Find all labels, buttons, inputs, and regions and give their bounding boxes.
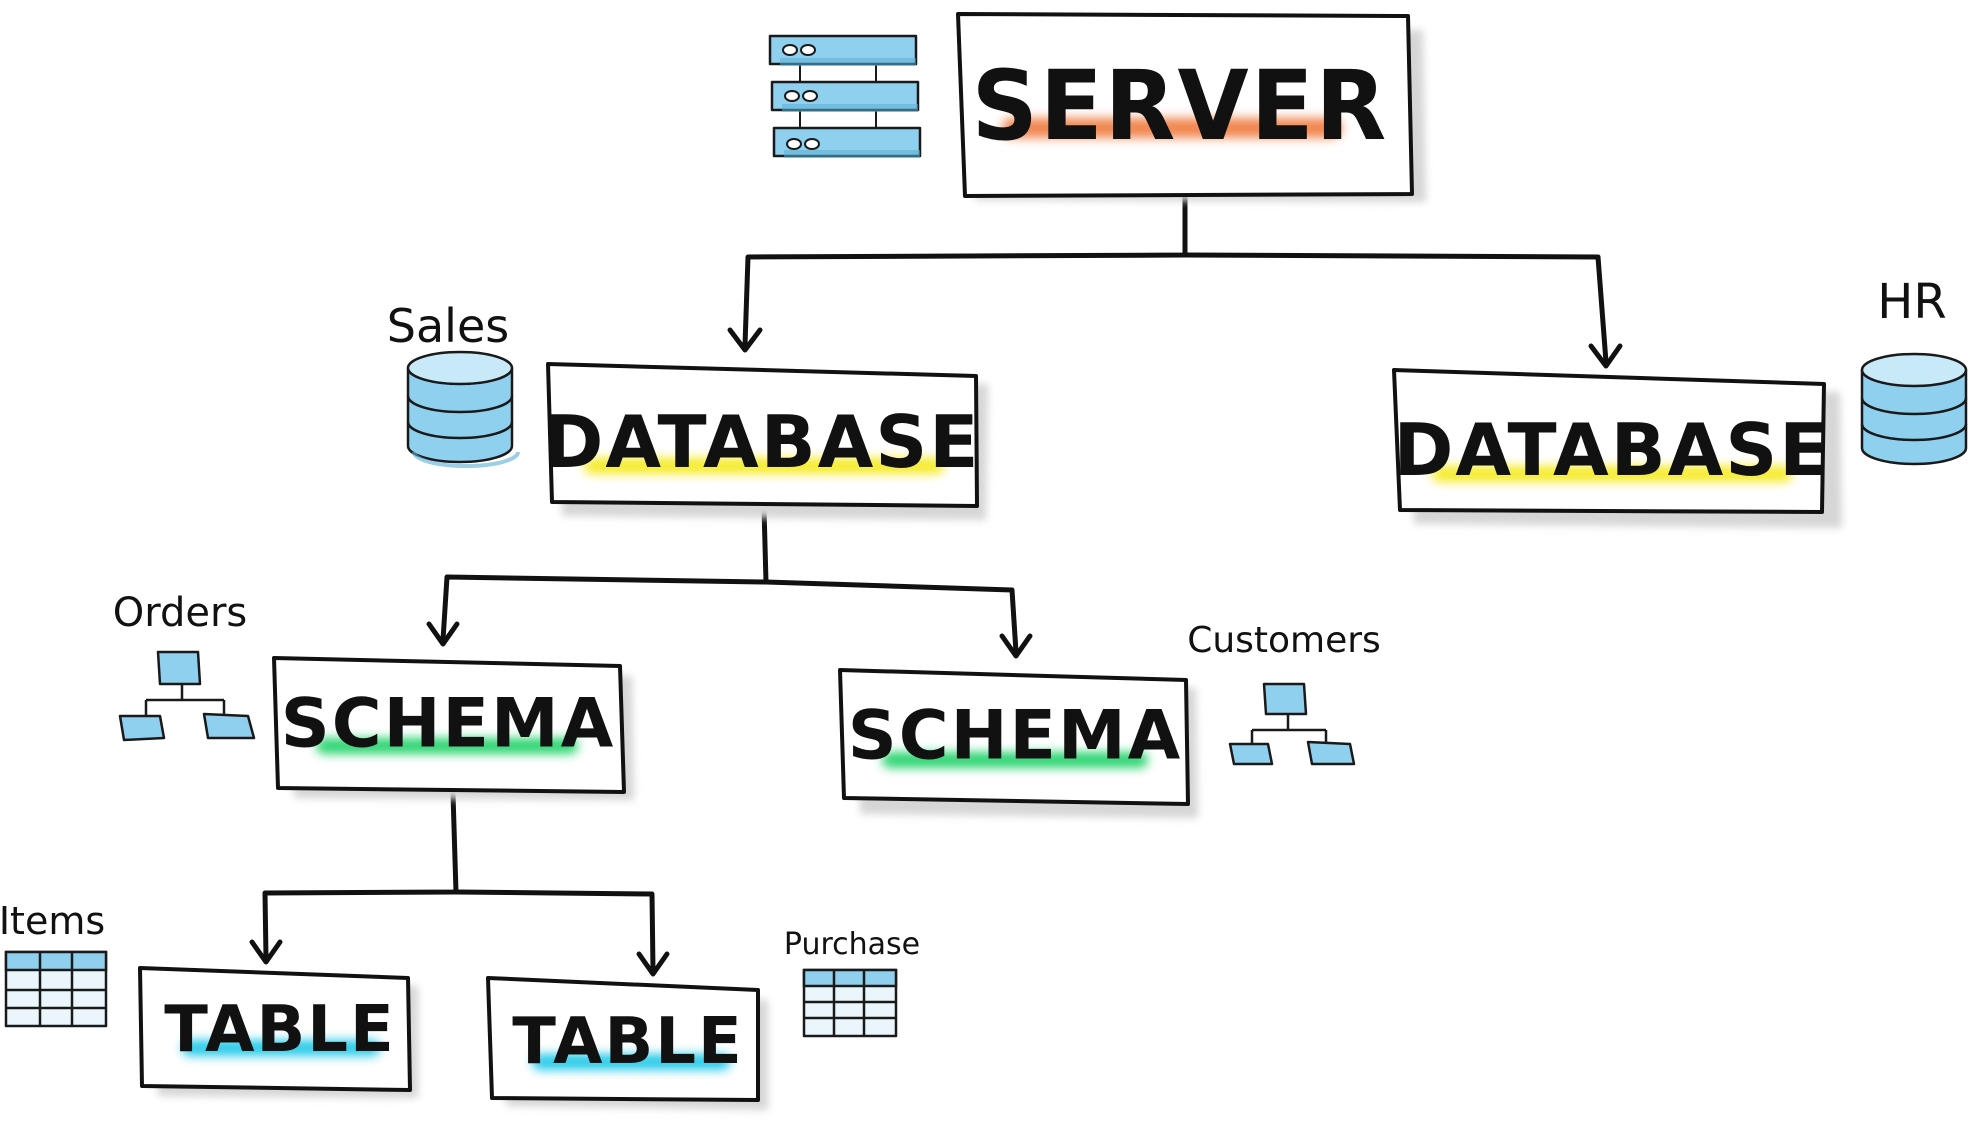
table-node-items: TABLE [138,966,418,1098]
table-grid-icon [802,968,898,1038]
annotation-items: Items [0,899,105,943]
db-sales-label: DATABASE [544,400,981,484]
edge-db-sales-to-schema-customers [763,579,1019,655]
annotation-sales: Sales [387,299,509,353]
schema-customers-label: SCHEMA [848,697,1183,776]
arrowhead-schema-customers [999,633,1033,659]
schema-node-customers: SCHEMA [838,668,1198,818]
connectors [249,189,1623,977]
arrowhead-table-items [249,939,283,965]
annotation-hr: HR [1877,274,1946,330]
db-hr-highlight [1432,466,1792,482]
schema-orders-highlight [316,738,578,754]
table-items-highlight [182,1040,380,1056]
arrowhead-table-purchase [636,951,670,977]
table-items-label: TABLE [164,993,396,1067]
edge-server-to-db-sales [742,189,1188,348]
annotation-purchase: Purchase [784,927,920,962]
edge-schema-orders-to-table-items [262,791,459,961]
annotations: Sales HR Orders Customers Items Purchase [0,274,1947,962]
database-cylinder-icon [1860,352,1968,466]
schema-node-orders: SCHEMA [272,656,634,800]
edge-server-to-db-hr [1182,252,1609,365]
edge-db-sales-to-schema-orders [440,505,769,643]
arrowhead-schema-orders [426,621,460,647]
edge-schema-orders-to-table-purchase [453,889,656,973]
database-node-sales: DATABASE [544,362,988,520]
schema-customers-highlight [882,752,1148,768]
schema-hierarchy-icon [118,650,256,742]
table-grid-icon [4,950,108,1028]
schema-orders-label: SCHEMA [281,685,616,764]
annotation-orders: Orders [113,590,248,636]
server-node: SERVER [956,12,1426,202]
table-purchase-highlight [532,1054,730,1070]
server-highlight [1002,118,1342,138]
table-purchase-label: TABLE [512,1005,744,1079]
arrowhead-db-hr [1588,343,1623,369]
server-rack-icon [768,34,922,158]
arrowhead-db-sales [727,327,763,353]
db-hr-label: DATABASE [1394,408,1831,492]
database-cylinder-icon [406,350,520,468]
schema-hierarchy-icon [1228,682,1356,766]
database-node-hr: DATABASE [1392,368,1842,528]
table-node-purchase: TABLE [486,976,768,1110]
db-sales-highlight [584,458,944,474]
server-label: SERVER [972,50,1389,163]
annotation-customers: Customers [1187,620,1381,661]
